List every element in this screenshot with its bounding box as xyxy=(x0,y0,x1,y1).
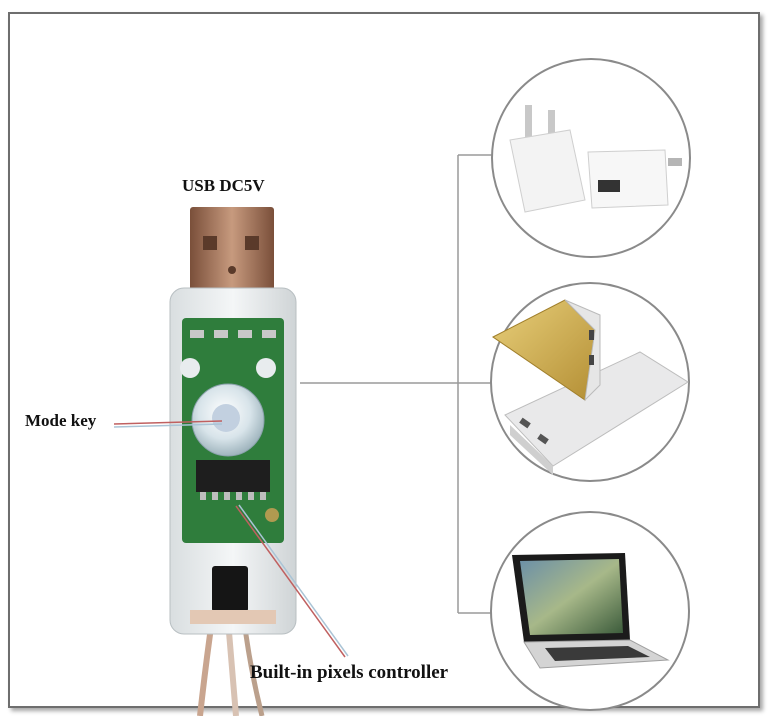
wall-adapter-icon xyxy=(509,105,682,213)
mode-key-label: Mode key xyxy=(25,411,97,430)
controller-callout-line xyxy=(235,505,346,658)
usb-controller xyxy=(169,207,297,716)
power-source-bracket xyxy=(300,154,495,614)
controller-label: Built-in pixels controller xyxy=(250,662,449,683)
usb-connector xyxy=(190,207,274,292)
mode-key-callout-line xyxy=(113,420,223,425)
laptop-icon xyxy=(512,553,670,669)
power-bank-icon xyxy=(492,299,689,475)
usb-dc5v-label: USB DC5V xyxy=(182,176,265,195)
controller-chip xyxy=(196,460,270,492)
